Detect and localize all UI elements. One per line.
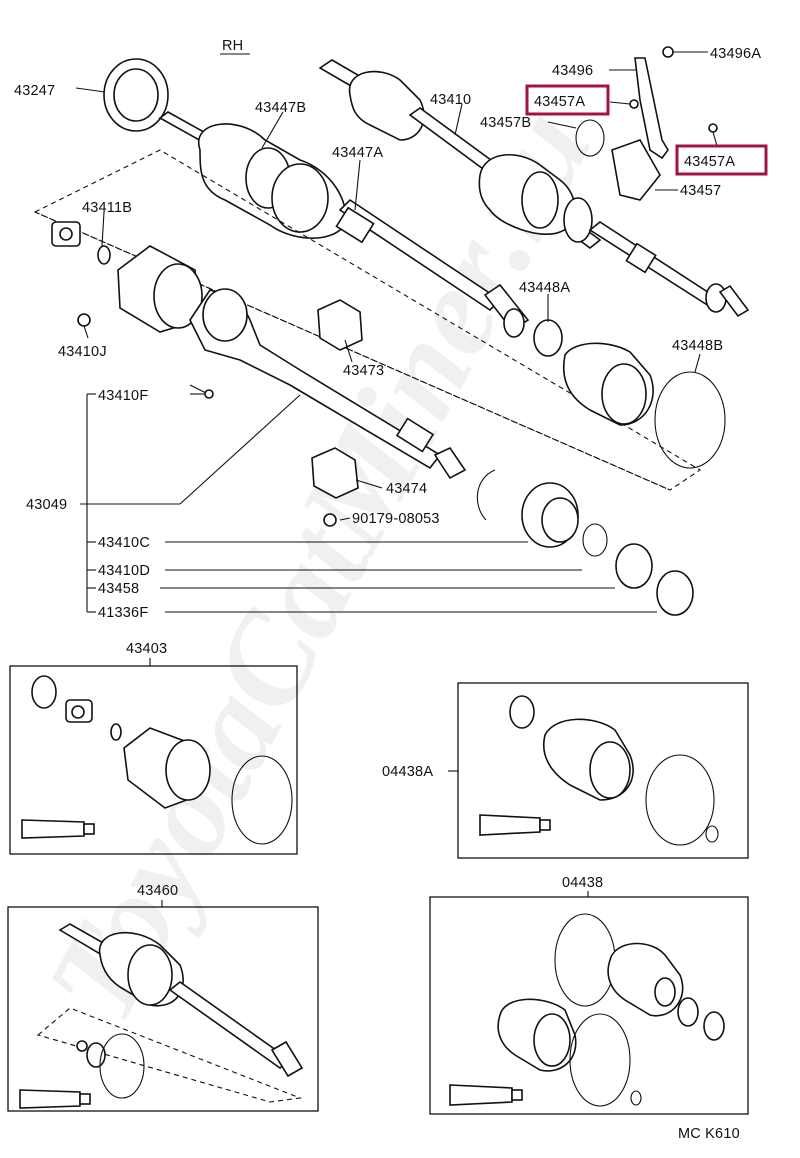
highlight-43457a-right bbox=[675, 144, 768, 176]
group-outline-edge bbox=[34, 211, 671, 491]
label-43410c: 43410C bbox=[98, 535, 150, 551]
label-43496a: 43496A bbox=[710, 46, 761, 62]
label-43473: 43473 bbox=[343, 363, 384, 379]
label-43460: 43460 bbox=[137, 883, 178, 899]
label-43447a: 43447A bbox=[332, 145, 383, 161]
shaft-43049 bbox=[189, 288, 467, 480]
label-04438: 04438 bbox=[562, 875, 603, 891]
ring-43410d bbox=[582, 523, 608, 557]
label-43411b: 43411B bbox=[82, 200, 132, 216]
side-indicator: RH bbox=[222, 38, 243, 54]
label-43457: 43457 bbox=[680, 183, 721, 199]
shaft-43410 bbox=[158, 59, 750, 338]
main-assembly: 43247 43447B 43410 43496 43496A 43457A 4… bbox=[14, 46, 768, 621]
label-41336f: 41336F bbox=[98, 605, 148, 621]
inboard-group-outline bbox=[33, 149, 702, 491]
label-90179-08053: 90179-08053 bbox=[352, 511, 440, 527]
nut-43410j bbox=[77, 313, 91, 327]
diagram-code: MC K610 bbox=[678, 1126, 740, 1142]
label-43448a: 43448A bbox=[519, 280, 570, 296]
label-04438a: 04438A bbox=[382, 764, 433, 780]
label-43496: 43496 bbox=[552, 63, 593, 79]
clamp-43473 bbox=[317, 299, 363, 351]
label-43457a-right: 43457A bbox=[684, 154, 735, 170]
kit-43403: 43403 bbox=[9, 641, 298, 855]
label-43049: 43049 bbox=[26, 497, 67, 513]
label-43447b: 43447B bbox=[255, 100, 306, 116]
label-43247: 43247 bbox=[14, 83, 55, 99]
bracket-43496 bbox=[611, 46, 718, 201]
label-43403: 43403 bbox=[126, 641, 167, 657]
nut-90179-08053 bbox=[323, 513, 337, 527]
seal-43458 bbox=[615, 543, 653, 589]
label-43410j: 43410J bbox=[58, 344, 107, 360]
highlight-43457a-upper bbox=[525, 84, 610, 116]
seal-41336f bbox=[656, 570, 694, 616]
label-43410d: 43410D bbox=[98, 563, 150, 579]
bearing-43410c bbox=[521, 482, 579, 548]
label-43474: 43474 bbox=[386, 481, 427, 497]
circlip-43457b bbox=[575, 119, 605, 157]
label-43457b: 43457B bbox=[480, 115, 531, 131]
boot-43448a bbox=[533, 319, 654, 426]
label-43410f: 43410F bbox=[98, 388, 148, 404]
snap-ring bbox=[476, 469, 496, 521]
inboard-housing bbox=[117, 245, 203, 333]
assembly-43460: 43460 bbox=[7, 883, 319, 1112]
kit-04438a: 04438A bbox=[382, 682, 749, 859]
tripod-43411b bbox=[51, 221, 111, 265]
leader-lines bbox=[75, 51, 718, 613]
seal-ring-43247 bbox=[103, 58, 169, 132]
kit-04438: 04438 bbox=[429, 875, 749, 1115]
band-43448b bbox=[654, 371, 726, 469]
clamp-43474 bbox=[311, 447, 359, 499]
label-43448b: 43448B bbox=[672, 338, 723, 354]
label-43458: 43458 bbox=[98, 581, 139, 597]
label-43457a-upper: 43457A bbox=[534, 94, 585, 110]
label-43410: 43410 bbox=[430, 92, 471, 108]
